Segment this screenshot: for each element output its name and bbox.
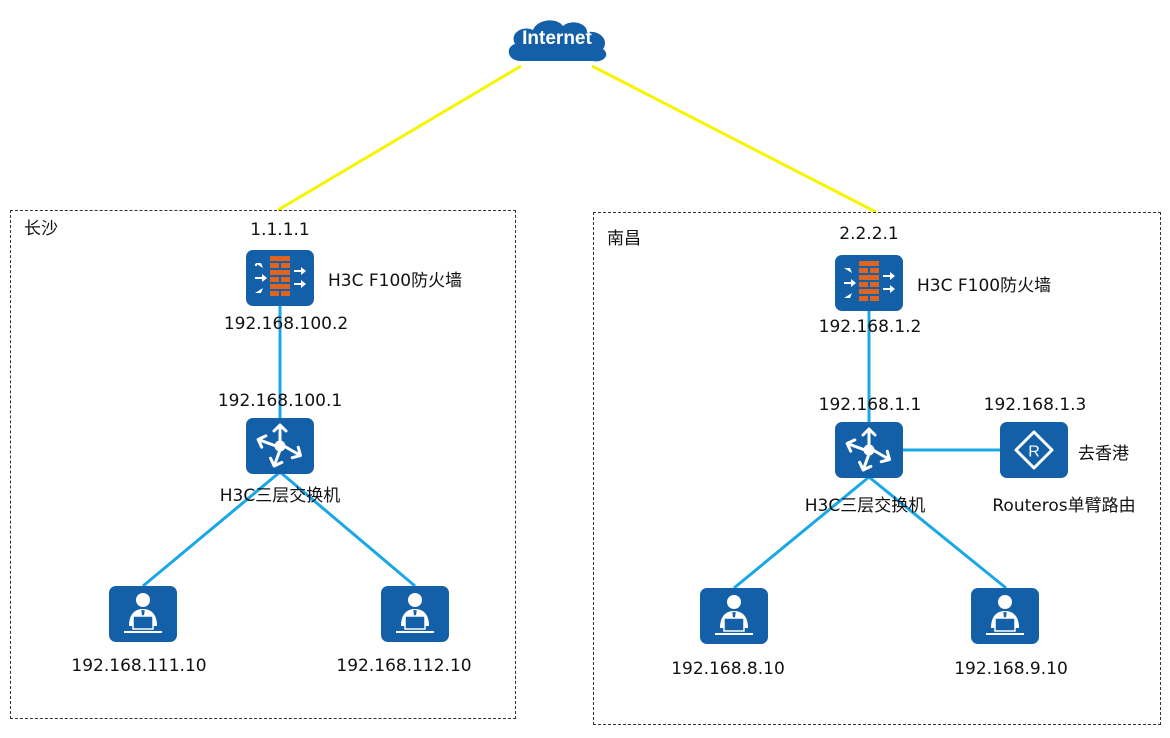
fw-label-nanchang: H3C F100防火墙	[917, 276, 1052, 296]
link-switch-host2-nanchang	[868, 475, 1007, 590]
switch-ip-nanchang: 192.168.1.1	[818, 395, 922, 415]
host-ip-changsha-2: 192.168.112.10	[336, 656, 472, 676]
host-changsha-1[interactable]	[109, 586, 177, 642]
host-changsha-2[interactable]	[381, 586, 449, 642]
fw-wan-ip-changsha: 1.1.1.1	[250, 220, 310, 240]
host-ip-nanchang-1: 192.168.8.10	[671, 659, 785, 679]
cloud-icon	[508, 20, 607, 62]
user-pc-icon	[986, 595, 1024, 635]
internet-label: Internet	[522, 28, 592, 49]
router-ip-nanchang: 192.168.1.3	[983, 395, 1087, 415]
wan-link-changsha	[277, 64, 522, 212]
l3-switch-icon	[256, 423, 302, 468]
region-changsha	[10, 210, 516, 719]
firewall-nanchang[interactable]	[835, 255, 903, 311]
router-label-nanchang: Routeros单臂路由	[992, 496, 1136, 516]
fw-wan-ip-nanchang: 2.2.2.1	[839, 224, 899, 244]
link-switch-host2-changsha	[279, 470, 416, 588]
host-ip-changsha-1: 192.168.111.10	[71, 656, 207, 676]
switch-label-nanchang: H3C三层交换机	[804, 496, 926, 516]
host-nanchang-1[interactable]	[700, 588, 768, 644]
svg-text:R: R	[1028, 444, 1040, 461]
l3-switch-icon	[845, 427, 891, 472]
switch-changsha[interactable]	[246, 418, 314, 474]
router-icon: R	[1014, 430, 1054, 470]
user-pc-icon	[715, 595, 753, 635]
fw-lan-ip-changsha: 192.168.100.2	[223, 314, 349, 334]
switch-nanchang[interactable]	[835, 422, 903, 478]
region-label-changsha: 长沙	[24, 219, 58, 239]
internet-cloud[interactable]: Internet	[503, 17, 611, 65]
host-ip-nanchang-2: 192.168.9.10	[954, 659, 1068, 679]
host-nanchang-2[interactable]	[971, 588, 1039, 644]
router-note-nanchang: 去香港	[1078, 444, 1129, 464]
firewall-changsha[interactable]	[246, 250, 314, 306]
user-pc-icon	[396, 593, 434, 633]
firewall-icon	[844, 261, 895, 301]
fw-lan-ip-nanchang: 192.168.1.2	[818, 317, 922, 337]
link-switch-host1-changsha	[142, 470, 281, 588]
link-switch-host1-nanchang	[733, 475, 870, 590]
region-nanchang	[593, 212, 1161, 725]
firewall-icon	[255, 256, 306, 296]
fw-label-changsha: H3C F100防火墙	[328, 271, 463, 291]
router-nanchang[interactable]: R	[1000, 422, 1068, 478]
user-pc-icon	[124, 593, 162, 633]
wan-link-nanchang	[591, 64, 877, 214]
region-label-nanchang: 南昌	[607, 229, 641, 249]
switch-ip-changsha: 192.168.100.1	[217, 391, 343, 411]
switch-label-changsha: H3C三层交换机	[219, 486, 341, 506]
